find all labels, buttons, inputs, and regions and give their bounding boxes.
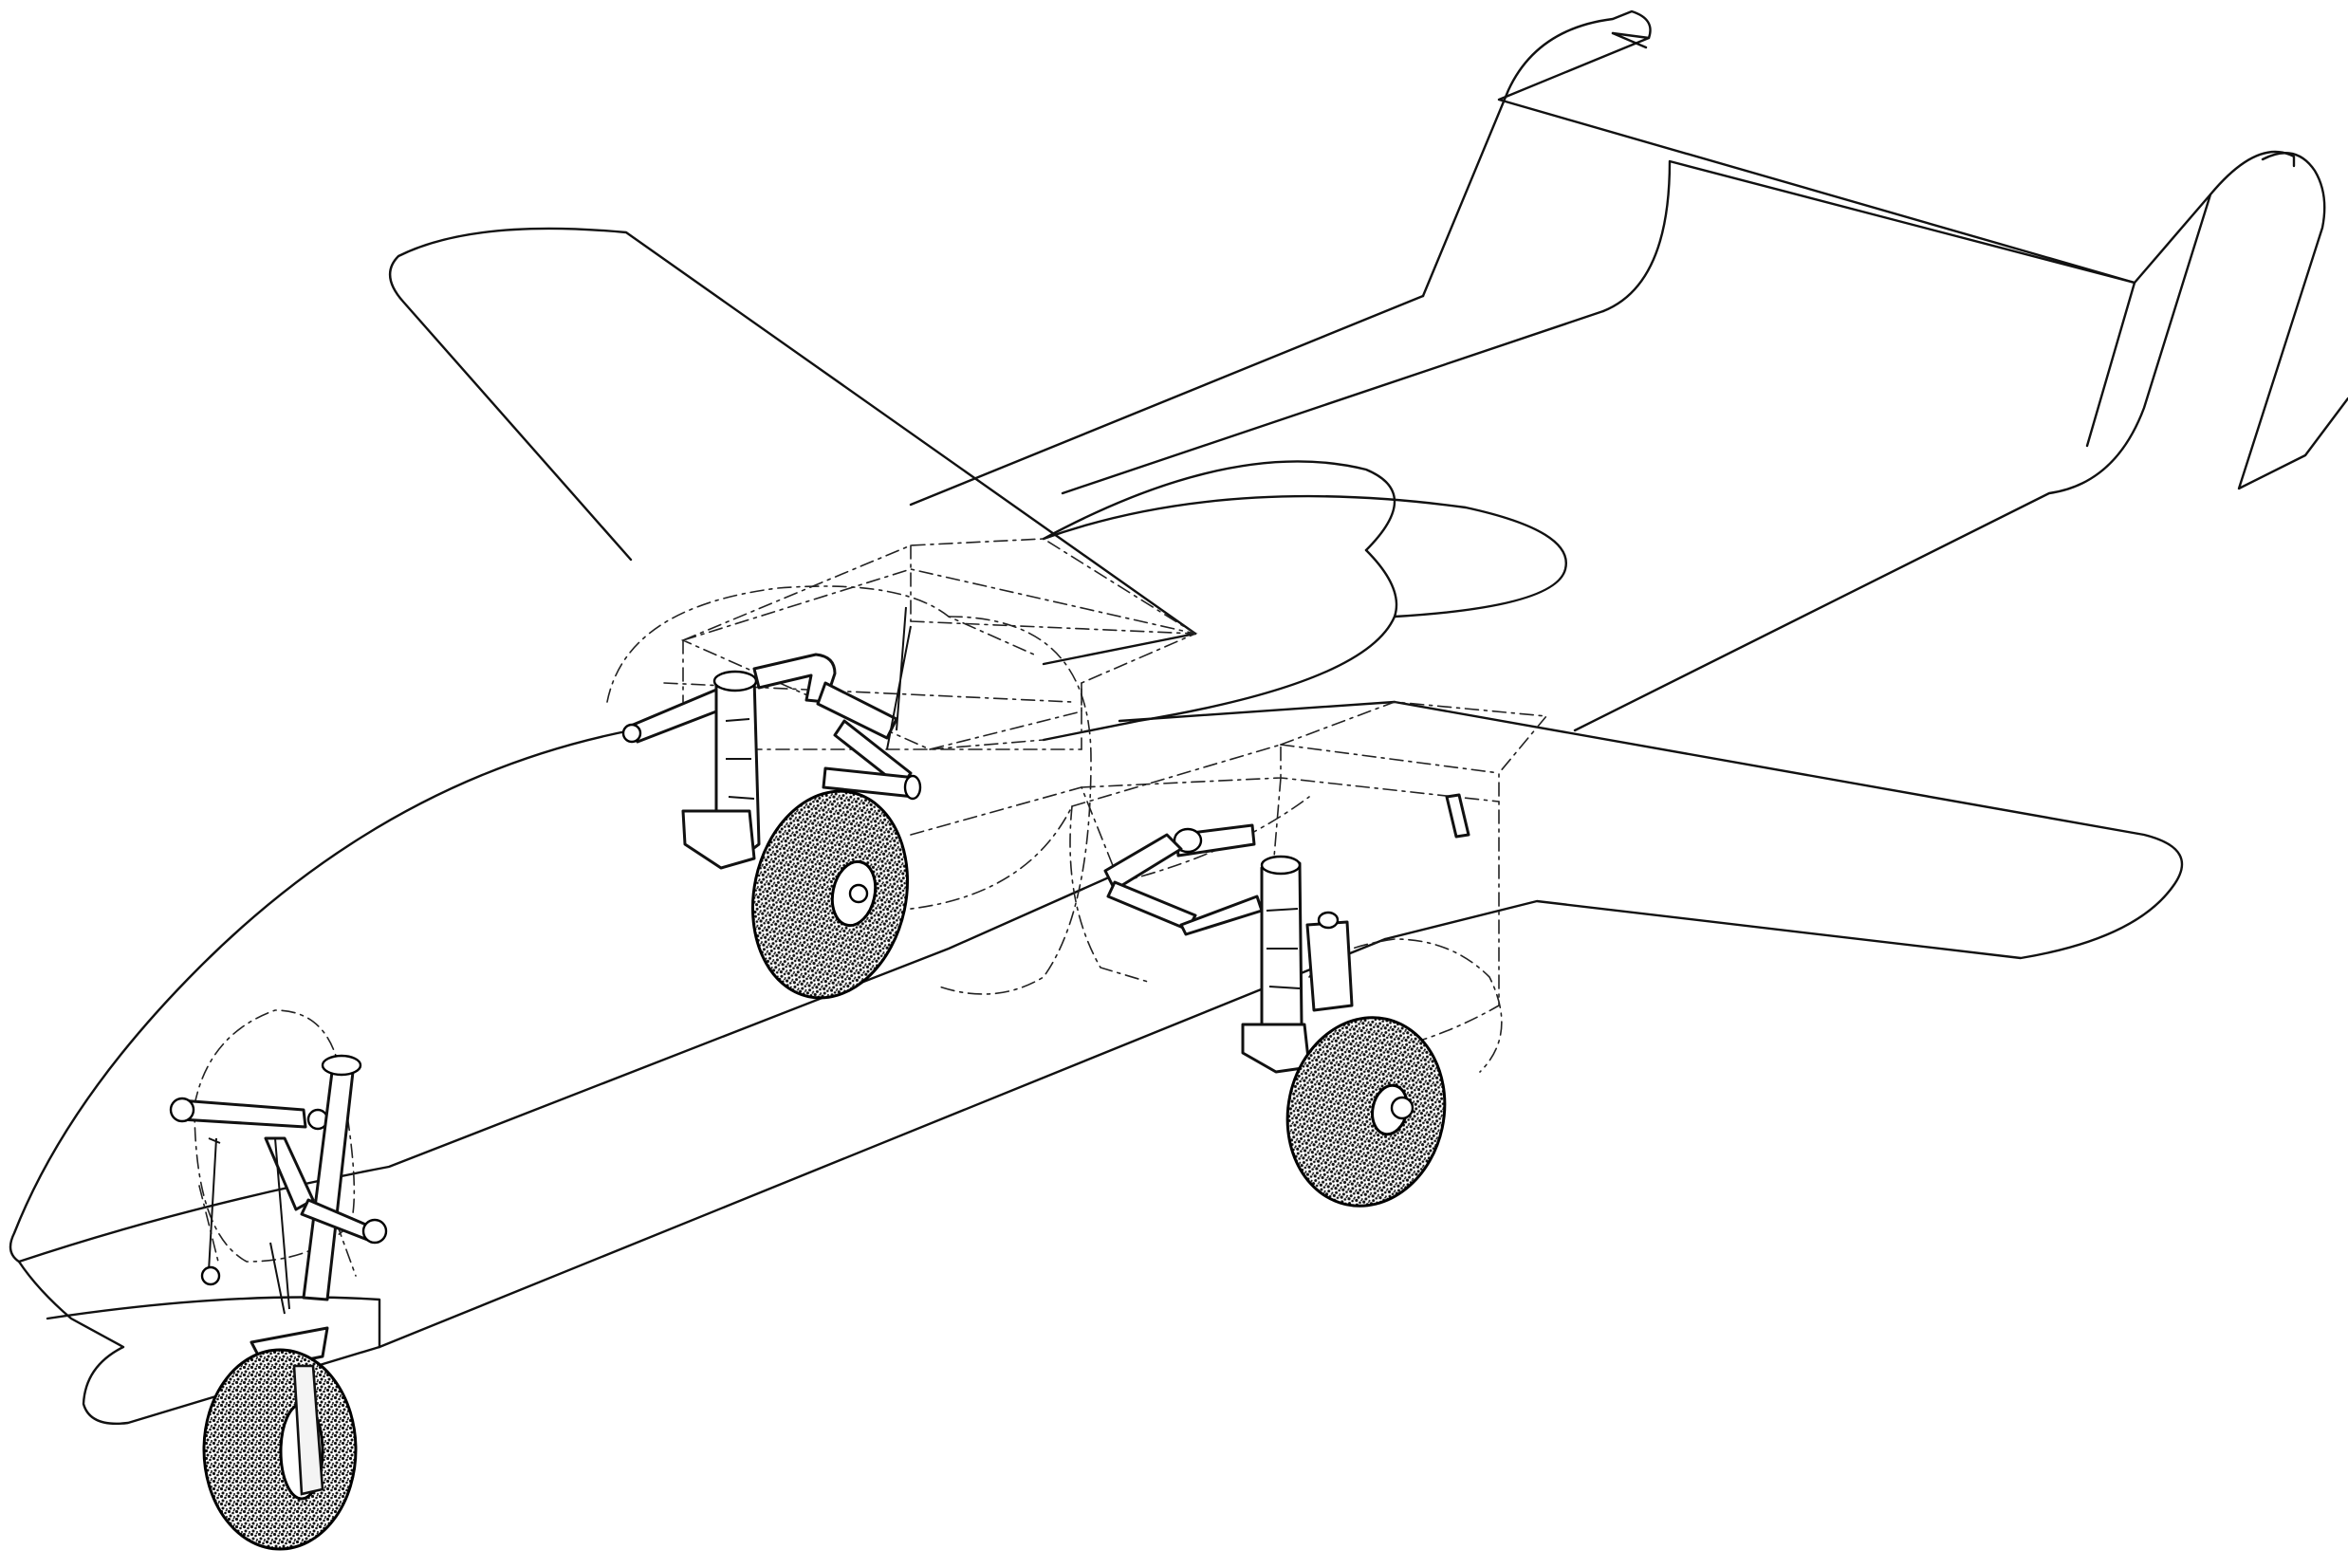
right-shock-cap <box>1317 911 1340 930</box>
nose-landing-gear <box>169 1054 388 1551</box>
nose-chin-line <box>46 1296 381 1349</box>
left-upper-link <box>886 606 912 750</box>
nose-oleo-strut <box>302 1070 355 1301</box>
brace-joint <box>361 1218 388 1245</box>
left-bay-diagonals <box>663 620 1196 750</box>
right-hub-cap <box>1390 1096 1414 1120</box>
fuselage-boom-lower-line <box>1061 309 1605 495</box>
left-wheel-well <box>606 585 1035 703</box>
left-main-wheel-tyre <box>750 789 910 1000</box>
nose-gear-door-line <box>198 1185 357 1277</box>
left-leg-knuckle <box>681 809 756 870</box>
nacelle-front-dash <box>891 805 1149 983</box>
left-wing <box>389 227 1197 636</box>
left-drag-strut <box>752 653 837 704</box>
tailplane-left-part <box>1601 159 2136 313</box>
left-leg-detail <box>725 718 755 800</box>
strut-top-cap <box>321 1054 362 1077</box>
right-drag-link <box>1103 833 1183 892</box>
left-jack-end <box>621 723 642 744</box>
nose-steering-rod <box>208 1137 221 1272</box>
nose-retraction-actuator <box>178 1098 307 1129</box>
left-bay-box <box>680 568 1198 750</box>
left-main-landing-gear <box>621 606 922 1000</box>
nose-linkage <box>269 1137 290 1315</box>
nose-wheel-fork-leg <box>292 1364 324 1496</box>
tailplane-root-line <box>2085 281 2136 448</box>
right-bay-top <box>1071 743 1500 807</box>
right-leg-top <box>1260 855 1302 876</box>
right-uplock-rod <box>1445 793 1470 839</box>
right-main-landing-gear <box>1103 793 1470 1208</box>
fuselage-belly-line <box>17 871 1121 1264</box>
left-bay-top <box>682 538 1196 641</box>
nacelle-cowl <box>1042 494 1567 618</box>
left-hub-cap <box>848 883 869 904</box>
left-wheel-well-circle <box>938 616 1092 995</box>
vertical-fin <box>1421 9 1652 298</box>
nacelle-top-line <box>1042 460 1396 552</box>
left-retraction-jack <box>629 686 730 744</box>
right-wing-root <box>1118 700 1396 723</box>
tailplane-right-tip <box>2237 152 2348 490</box>
right-wing <box>1383 700 2184 960</box>
nose-drag-brace <box>264 1136 315 1211</box>
horizontal-tailplane <box>1497 36 2296 285</box>
left-shock-strut <box>816 681 898 740</box>
fuselage-upper-rear-line <box>909 294 1425 507</box>
right-leg-detail <box>1266 908 1301 989</box>
airframe <box>9 9 2348 1425</box>
vertical-fin-leading-edge <box>1611 31 1648 49</box>
right-leg-knuckle <box>1241 1023 1311 1074</box>
right-shock-absorber <box>1305 920 1354 1012</box>
engine-nacelle <box>1042 548 1398 742</box>
fuselage-keel-line <box>378 937 1387 1349</box>
fuselage-nose-lower <box>17 1260 381 1425</box>
right-lower-link <box>1106 880 1197 932</box>
left-trunnion-end <box>903 774 922 801</box>
right-main-wheel-tyre <box>1285 1016 1447 1208</box>
tailplane-trailing-edge <box>1573 193 2212 732</box>
left-leg-top <box>712 670 758 692</box>
rod-end <box>200 1265 221 1286</box>
fuselage-nose-upper <box>9 729 633 1264</box>
nose-wheel-well <box>194 1009 356 1263</box>
right-main-oleo-leg <box>1260 861 1303 1045</box>
actuator-end-fitting <box>169 1097 195 1123</box>
left-wing-trailing-edge <box>1042 632 1197 666</box>
